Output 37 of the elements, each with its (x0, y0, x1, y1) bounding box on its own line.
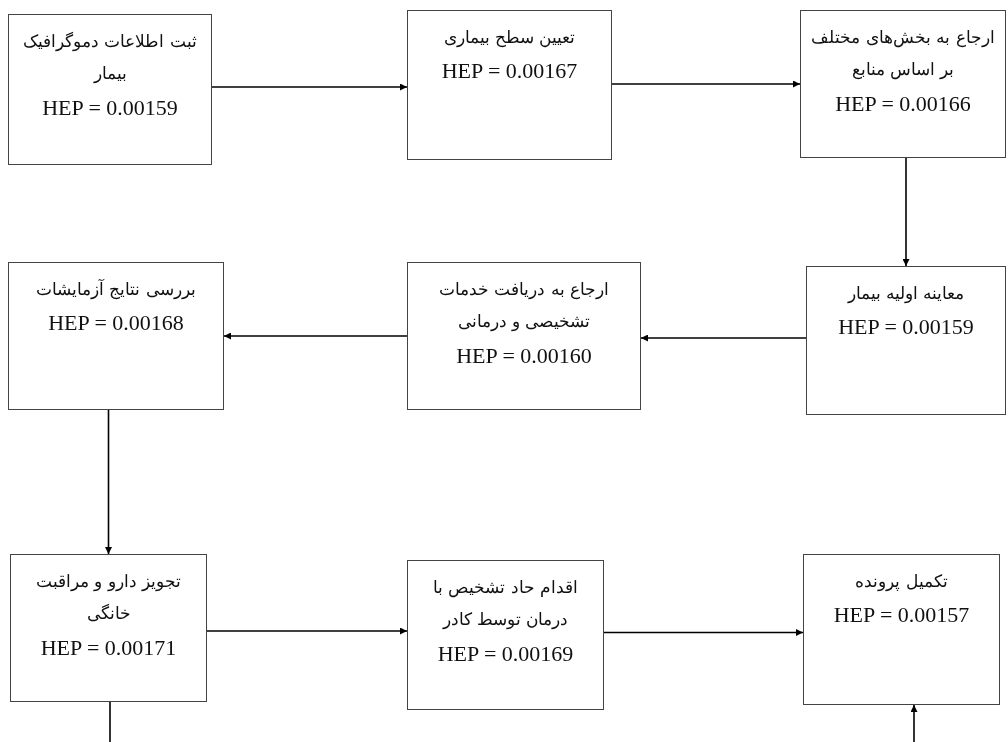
hep-value: HEP = 0.00167 (441, 57, 578, 86)
arrow (611, 80, 801, 88)
step-title: ارجاع به دریافت خدمات تشخیصی و درمانی (437, 278, 611, 334)
arrow (105, 409, 112, 555)
process-box (407, 560, 604, 710)
hep-value: HEP = 0.00166 (835, 89, 971, 118)
hep-value: HEP = 0.00169 (437, 639, 574, 668)
hep-value: HEP = 0.00171 (40, 633, 177, 662)
step-title: تکمیل پرونده (855, 570, 948, 594)
process-box (8, 14, 212, 165)
arrow (640, 334, 807, 342)
arrow (603, 629, 804, 636)
connector-line (109, 701, 111, 742)
step-title: تعیین سطح بیماری (443, 26, 576, 50)
step-title: اقدام حاد تشخیص با درمان توسط کادر (431, 576, 580, 632)
hep-value: HEP = 0.00159 (42, 93, 178, 122)
arrow (223, 332, 408, 340)
process-box (407, 10, 612, 160)
arrow (902, 157, 910, 267)
process-box (10, 554, 207, 702)
process-box (8, 262, 224, 410)
step-title: بررسی نتایج آزمایشات (36, 278, 196, 302)
process-box (800, 10, 1006, 158)
step-title: معاینه اولیه بیمار (847, 282, 965, 306)
process-box (806, 266, 1006, 415)
arrow (910, 704, 918, 742)
process-box (803, 554, 1000, 705)
step-title: ارجاع به بخش‌های مختلف بر اساس منابع (810, 26, 996, 82)
hep-value: HEP = 0.00157 (833, 601, 970, 630)
arrow (211, 83, 408, 91)
hep-value: HEP = 0.00160 (456, 341, 592, 370)
hep-value: HEP = 0.00159 (838, 313, 974, 342)
step-title: ثبت اطلاعات دموگرافیک بیمار (22, 30, 198, 86)
hep-value: HEP = 0.00168 (48, 309, 184, 338)
arrow (206, 627, 408, 635)
process-box (407, 262, 641, 410)
step-title: تجویز دارو و مراقبت خانگی (34, 570, 183, 626)
